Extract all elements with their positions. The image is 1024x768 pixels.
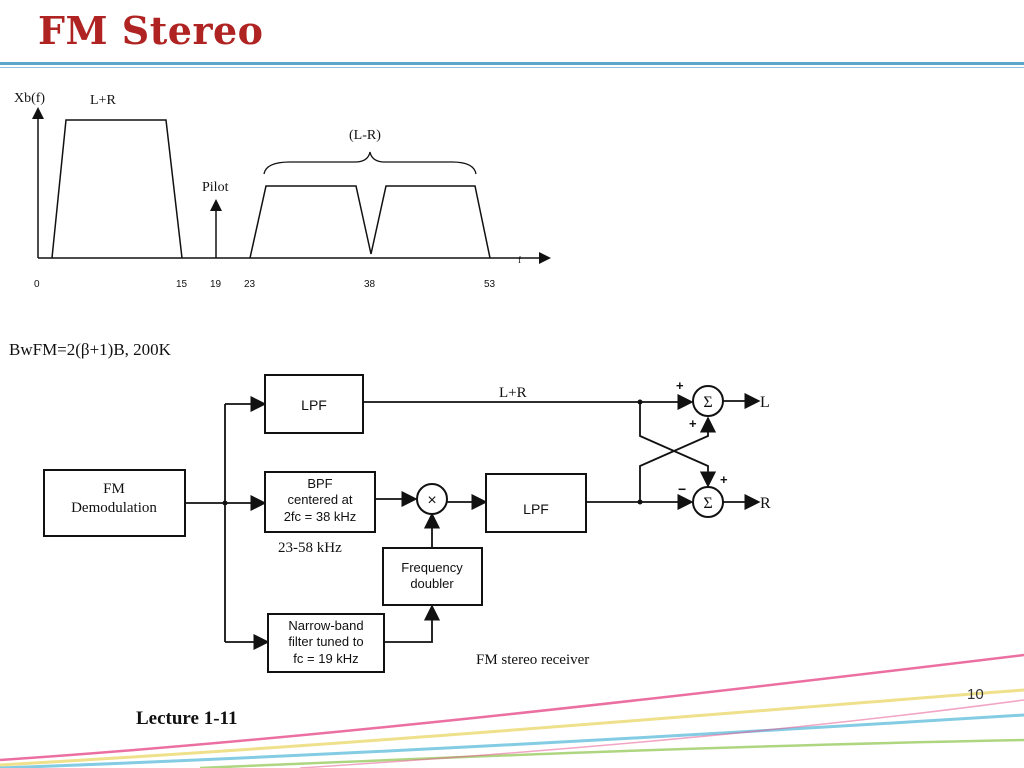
lr-diff-brace	[263, 151, 477, 175]
summer-top-sigma: Σ	[703, 394, 712, 411]
slide-title: FM Stereo	[38, 8, 264, 53]
lpf-mid-block	[485, 473, 587, 533]
lr-sum-path-label: L+R	[499, 385, 527, 401]
doubler-line1: Frequency	[401, 560, 463, 575]
top-plus-left: +	[676, 378, 684, 393]
swoosh-cyan	[0, 713, 1024, 768]
nb-to-doubler-wire	[384, 604, 441, 643]
spectrum-y-label: Xb(f)	[14, 91, 45, 106]
lr-sum-band	[51, 119, 183, 259]
cross-wire-top-to-bottom	[639, 402, 717, 488]
lpf-top-label: LPF	[301, 397, 327, 413]
bpf-band-label: 23-58 kHz	[278, 540, 342, 556]
cross-wire-bottom-to-top	[639, 416, 717, 502]
tick-53: 53	[484, 279, 496, 290]
summer-bottom-sigma: Σ	[703, 495, 712, 512]
spectrum-f-label: f	[518, 255, 521, 265]
demod-line2: Demodulation	[71, 500, 157, 516]
multiplier-symbol: ×	[427, 492, 436, 509]
bottom-minus-left: −	[678, 481, 686, 497]
title-rule-thin	[0, 67, 1024, 68]
swoosh-pink-2	[299, 699, 1024, 768]
pilot-label: Pilot	[202, 180, 229, 195]
lr-diff-band	[249, 185, 491, 259]
demod-line1: FM	[103, 481, 125, 497]
tick-0: 0	[34, 279, 40, 290]
bpf-line1: BPF	[307, 476, 332, 491]
bpf-line3: 2fc = 38 kHz	[284, 509, 357, 524]
bpf-line2: centered at	[287, 492, 352, 507]
lpf-mid-label: LPF	[523, 501, 549, 517]
bpf-block	[264, 471, 376, 533]
swoosh-green	[199, 738, 1024, 768]
nb-line3: fc = 19 kHz	[293, 651, 358, 666]
lecture-label: Lecture 1-11	[136, 708, 238, 729]
tick-38: 38	[364, 279, 376, 290]
swoosh-pink	[0, 653, 1024, 762]
out-left-label: L	[760, 394, 770, 411]
title-rule	[0, 62, 1024, 65]
lr-sum-label: L+R	[90, 93, 116, 108]
bottom-plus-top: +	[720, 472, 728, 487]
tick-23: 23	[244, 279, 256, 290]
bandwidth-formula: BwFM=2(β+1)B, 200K	[9, 340, 171, 359]
tick-15: 15	[176, 279, 188, 290]
swoosh-yellow	[0, 688, 1024, 767]
lr-diff-label: (L-R)	[349, 128, 381, 143]
narrowband-filter-block	[267, 613, 385, 673]
top-plus-bottom: +	[689, 416, 697, 431]
nb-line1: Narrow-band	[288, 618, 363, 633]
nb-line2: filter tuned to	[288, 634, 363, 649]
receiver-caption: FM stereo receiver	[476, 652, 589, 668]
out-right-label: R	[760, 495, 771, 512]
lpf-top-block	[264, 374, 364, 434]
page-number: 10	[967, 686, 984, 703]
tick-19: 19	[210, 279, 222, 290]
doubler-line2: doubler	[410, 576, 454, 591]
